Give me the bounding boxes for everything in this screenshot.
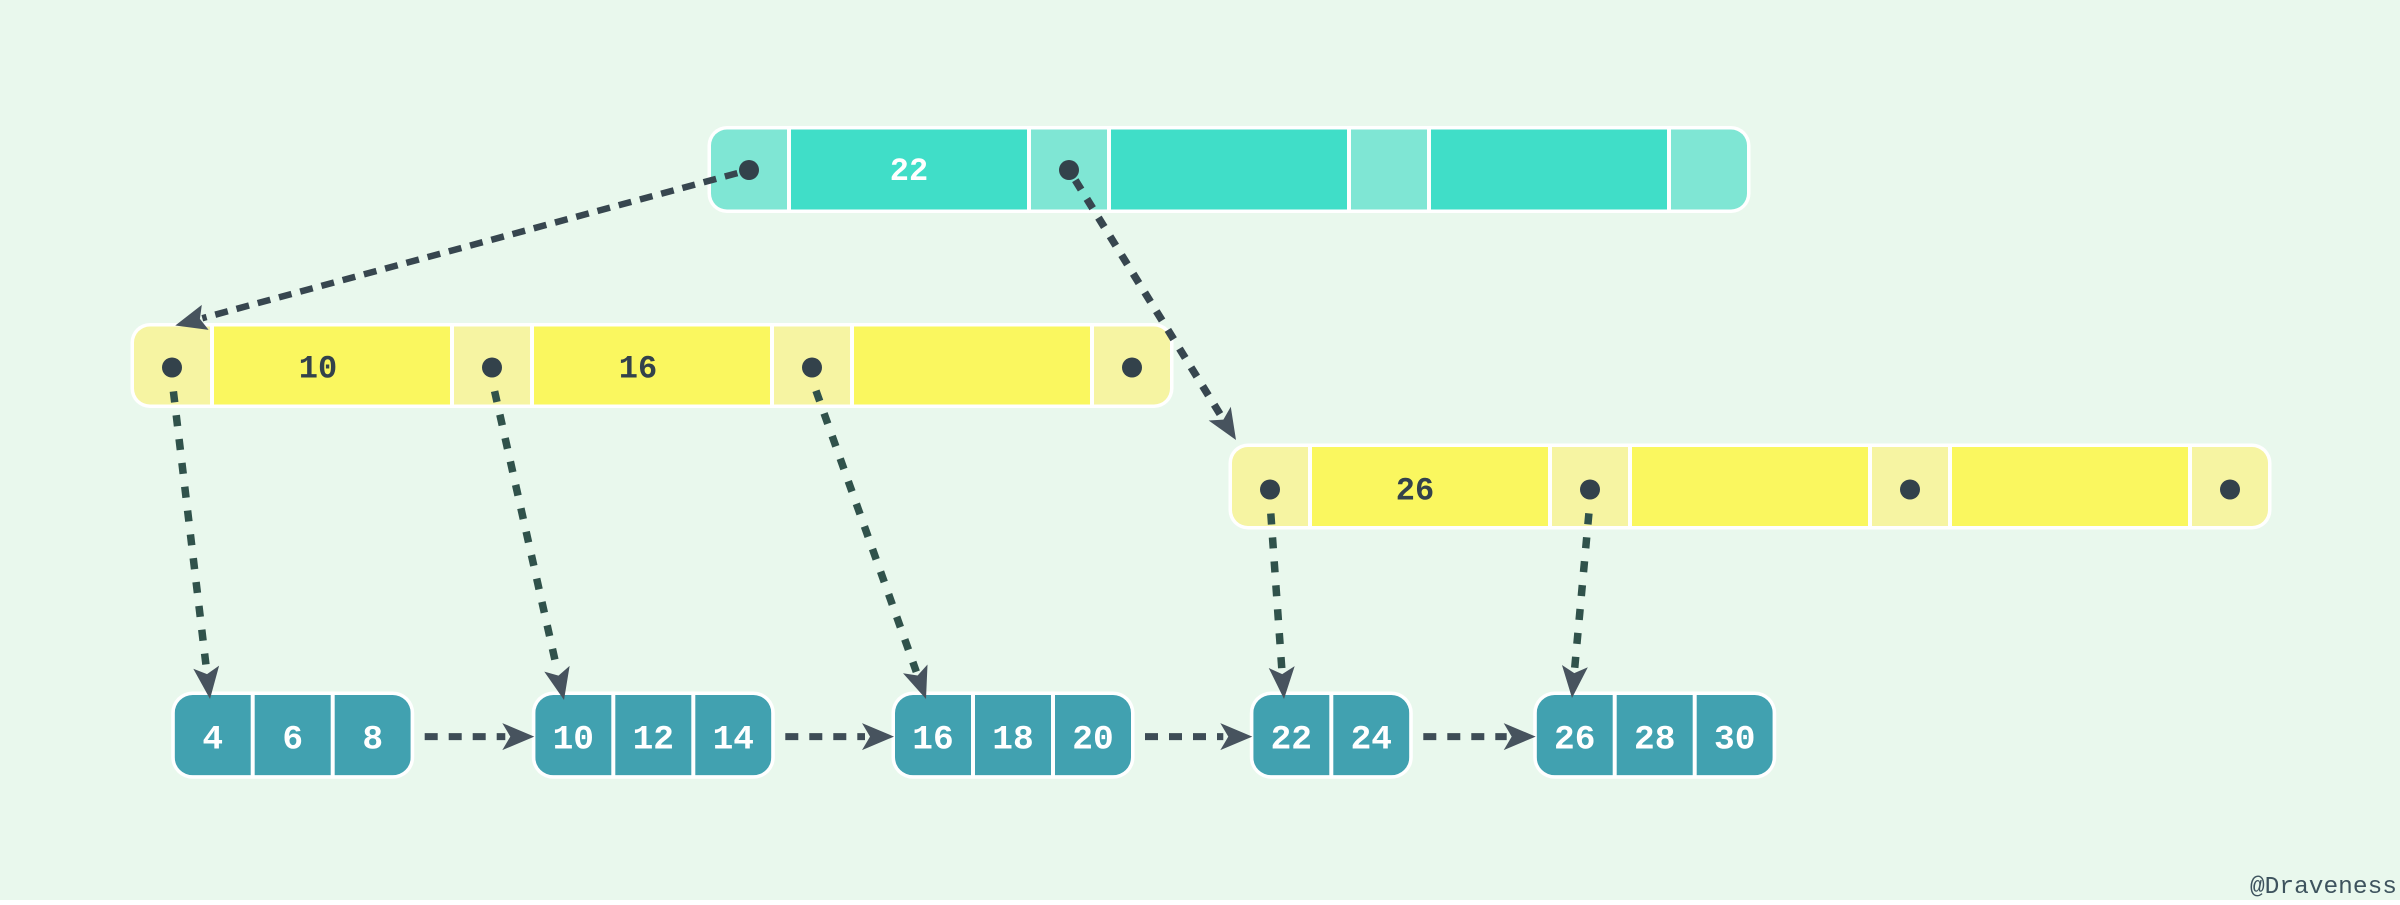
svg-text:4: 4 [202,721,223,760]
svg-text:16: 16 [619,351,657,388]
svg-text:6: 6 [282,721,303,760]
svg-text:20: 20 [1072,721,1113,760]
svg-text:8: 8 [362,721,383,760]
svg-text:26: 26 [1396,473,1434,510]
svg-text:22: 22 [1271,721,1312,760]
svg-text:10: 10 [299,351,337,388]
svg-text:16: 16 [912,721,953,760]
svg-text:10: 10 [553,721,594,760]
svg-text:18: 18 [992,721,1033,760]
svg-text:28: 28 [1634,721,1675,760]
svg-text:30: 30 [1714,721,1755,760]
svg-text:14: 14 [713,721,754,760]
svg-text:12: 12 [633,721,674,760]
svg-text:22: 22 [890,153,928,190]
svg-text:24: 24 [1351,721,1392,760]
svg-text:@Draveness: @Draveness [2250,874,2397,900]
svg-text:26: 26 [1554,721,1595,760]
